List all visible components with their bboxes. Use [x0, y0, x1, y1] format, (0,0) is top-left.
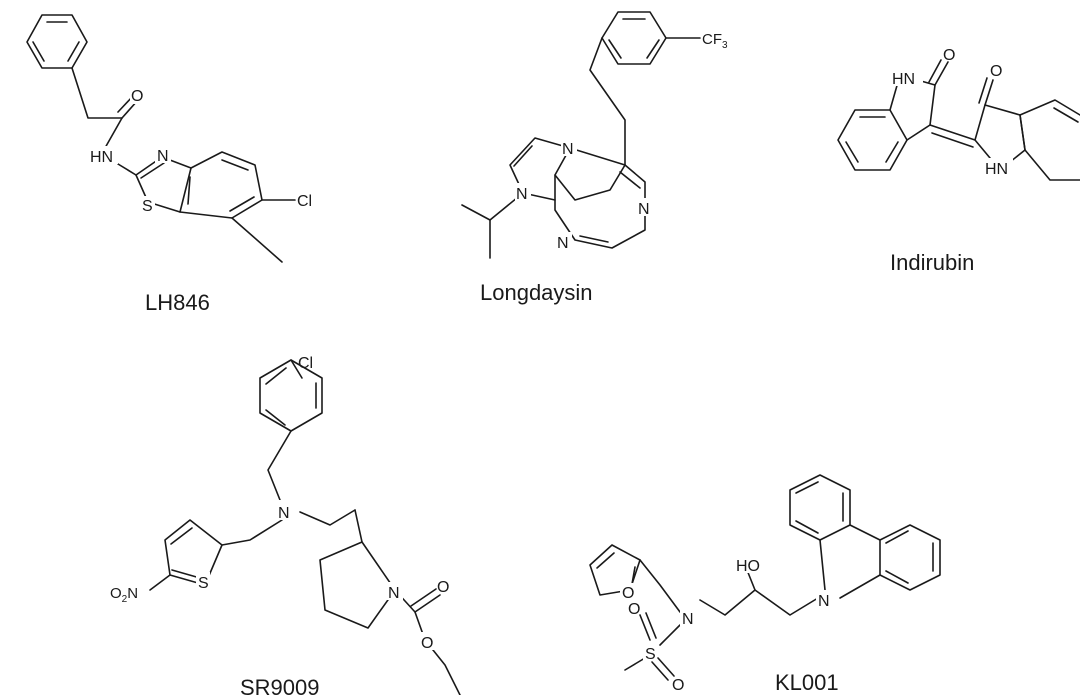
kl001-sulfonyl-o2: O	[672, 677, 684, 694]
longdaysin-cf3: CF3	[702, 31, 728, 51]
longdaysin-n7: N	[562, 141, 574, 158]
longdaysin-n9: N	[516, 186, 528, 203]
indirubin-o-right: O	[990, 63, 1002, 80]
kl001-sulfonamide-n: N	[682, 611, 694, 628]
kl001-caption: KL001	[775, 670, 839, 695]
indirubin-caption: Indirubin	[890, 250, 974, 275]
sr9009-caption: SR9009	[240, 675, 320, 695]
sr9009-chloro: Cl	[298, 355, 313, 372]
longdaysin-n3: N	[557, 235, 569, 252]
longdaysin-caption: Longdaysin	[480, 280, 593, 305]
lh846-thiazole-n: N	[157, 148, 169, 165]
sr9009-pyrrolidine-n: N	[388, 585, 400, 602]
kl001-carbazole-n: N	[818, 593, 830, 610]
kl001-sulfonyl-o1: O	[628, 601, 640, 618]
structure-indirubin: HN O O HN Indirubin	[837, 47, 1080, 275]
sr9009-thiophene-ring	[164, 519, 223, 586]
sr9009-pyrrolidine-ring	[319, 541, 396, 629]
indirubin-nh-left: HN	[892, 71, 915, 88]
lh846-chloro: Cl	[297, 193, 312, 210]
lh846-amide-nh: HN	[90, 149, 113, 166]
sr9009-amine-n: N	[278, 505, 290, 522]
kl001-furan-o: O	[622, 585, 634, 602]
lh846-caption: LH846	[145, 290, 210, 315]
sr9009-nitro: O2N	[110, 585, 138, 605]
lh846-thiazole-s: S	[142, 198, 153, 215]
indirubin-nh-right: HN	[985, 161, 1008, 178]
sr9009-carbamate-o: O	[437, 579, 449, 596]
structure-kl001: HO N N O S O O KL001	[589, 474, 941, 695]
sr9009-ester-o: O	[421, 635, 433, 652]
lh846-carbonyl-o: O	[131, 88, 143, 105]
indirubin-left-ring	[837, 109, 908, 171]
kl001-hydroxyl: HO	[736, 558, 760, 575]
longdaysin-n1: N	[638, 201, 650, 218]
structure-sr9009: Cl N S O2N N O O SR9009	[110, 355, 461, 695]
sr9009-thiophene-s: S	[198, 575, 209, 592]
lh846-phenyl-ring	[26, 14, 88, 69]
kl001-sulfonyl-s: S	[645, 646, 656, 663]
kl001-carbazole-left-ring	[789, 474, 851, 541]
structure-longdaysin: CF3 N N N N Longdaysin	[461, 11, 728, 305]
structure-lh846: O HN N S Cl LH846	[26, 14, 312, 315]
indirubin-o-left: O	[943, 47, 955, 64]
kl001-carbazole-right-ring	[879, 524, 941, 591]
